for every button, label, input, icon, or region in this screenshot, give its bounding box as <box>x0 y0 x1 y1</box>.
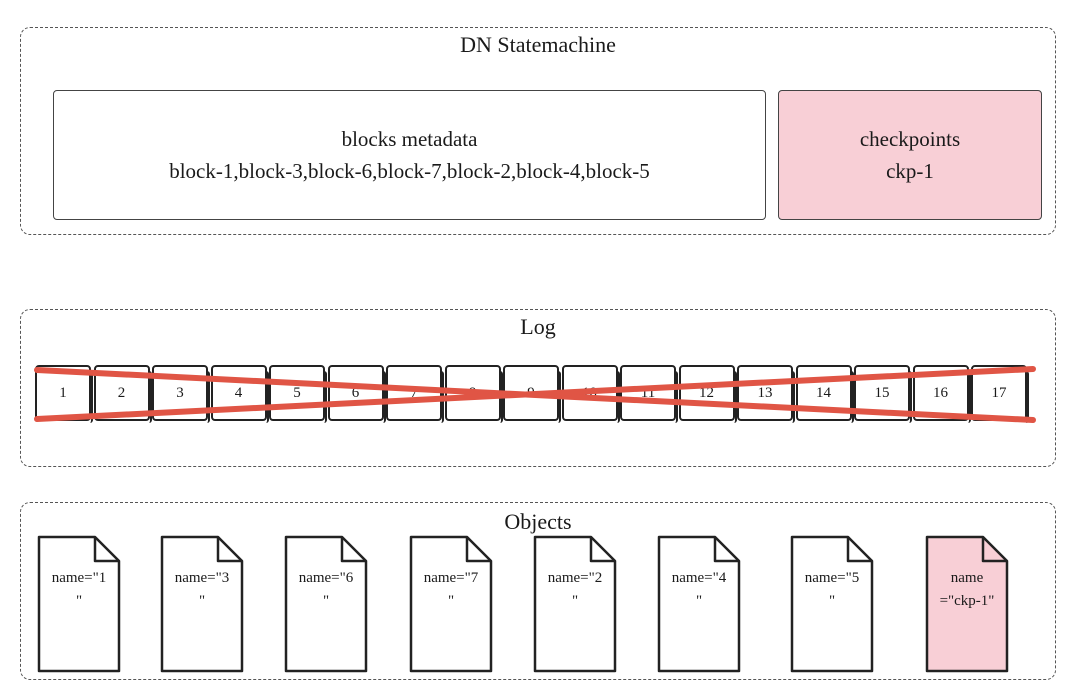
log-entry: 14 <box>795 365 854 423</box>
block-object: name="1 " <box>37 535 121 673</box>
log-entry: 15 <box>854 365 912 423</box>
log-entry: 7 <box>386 365 444 423</box>
object-name-label: name="6 " <box>298 570 354 609</box>
log-entry: 13 <box>737 365 795 423</box>
document-icon <box>409 535 493 673</box>
log-entry: 3 <box>152 365 210 423</box>
document-icon <box>533 535 617 673</box>
block-object: name="5 " <box>790 535 874 673</box>
document-icon <box>657 535 741 673</box>
block-object: name="3 " <box>160 535 244 673</box>
log-entry: 1 <box>35 365 93 423</box>
log-entry: 5 <box>269 365 327 423</box>
object-name-label: name="3 " <box>174 570 230 609</box>
log-entry: 17 <box>971 365 1029 423</box>
blocks-metadata-box: blocks metadata block-1,block-3,block-6,… <box>53 90 766 220</box>
block-object: name="7 " <box>409 535 493 673</box>
statemachine-group: DN Statemachine <box>20 27 1056 235</box>
object-name-label: name="2 " <box>547 570 603 609</box>
log-entry: 10 <box>561 365 620 423</box>
block-object: name="2 " <box>533 535 617 673</box>
document-icon <box>160 535 244 673</box>
object-name-label: name ="ckp-1" <box>939 570 995 609</box>
object-name-label: name="5 " <box>804 570 860 609</box>
log-group: Log <box>20 309 1056 467</box>
object-name-label: name="7 " <box>423 570 479 609</box>
checkpoints-title: checkpoints <box>859 127 961 151</box>
log-entry: 12 <box>678 365 737 423</box>
document-icon <box>284 535 368 673</box>
block-object: name="4 " <box>657 535 741 673</box>
document-icon <box>37 535 121 673</box>
document-icon <box>925 535 1009 673</box>
document-icon <box>790 535 874 673</box>
log-entry: 4 <box>210 365 269 423</box>
log-entry: 16 <box>912 365 971 423</box>
log-title: Log <box>520 314 556 339</box>
object-name-label: name="1 " <box>51 570 107 609</box>
checkpoints-value: ckp-1 <box>886 159 934 183</box>
checkpoint-object: name ="ckp-1" <box>925 535 1009 673</box>
object-name-label: name="4 " <box>671 570 727 609</box>
statemachine-title: DN Statemachine <box>460 32 616 57</box>
log-entry: 8 <box>444 365 503 423</box>
objects-group: Objects <box>20 502 1056 680</box>
log-entry: 11 <box>620 365 678 423</box>
log-entry: 6 <box>327 365 386 423</box>
log-entry: 9 <box>503 365 561 423</box>
checkpoints-box: checkpoints ckp-1 <box>778 90 1042 220</box>
blocks-metadata-title: blocks metadata <box>341 127 478 151</box>
objects-title: Objects <box>504 509 572 534</box>
block-object: name="6 " <box>284 535 368 673</box>
log-entry: 2 <box>93 365 152 423</box>
blocks-metadata-list: block-1,block-3,block-6,block-7,block-2,… <box>169 159 650 183</box>
